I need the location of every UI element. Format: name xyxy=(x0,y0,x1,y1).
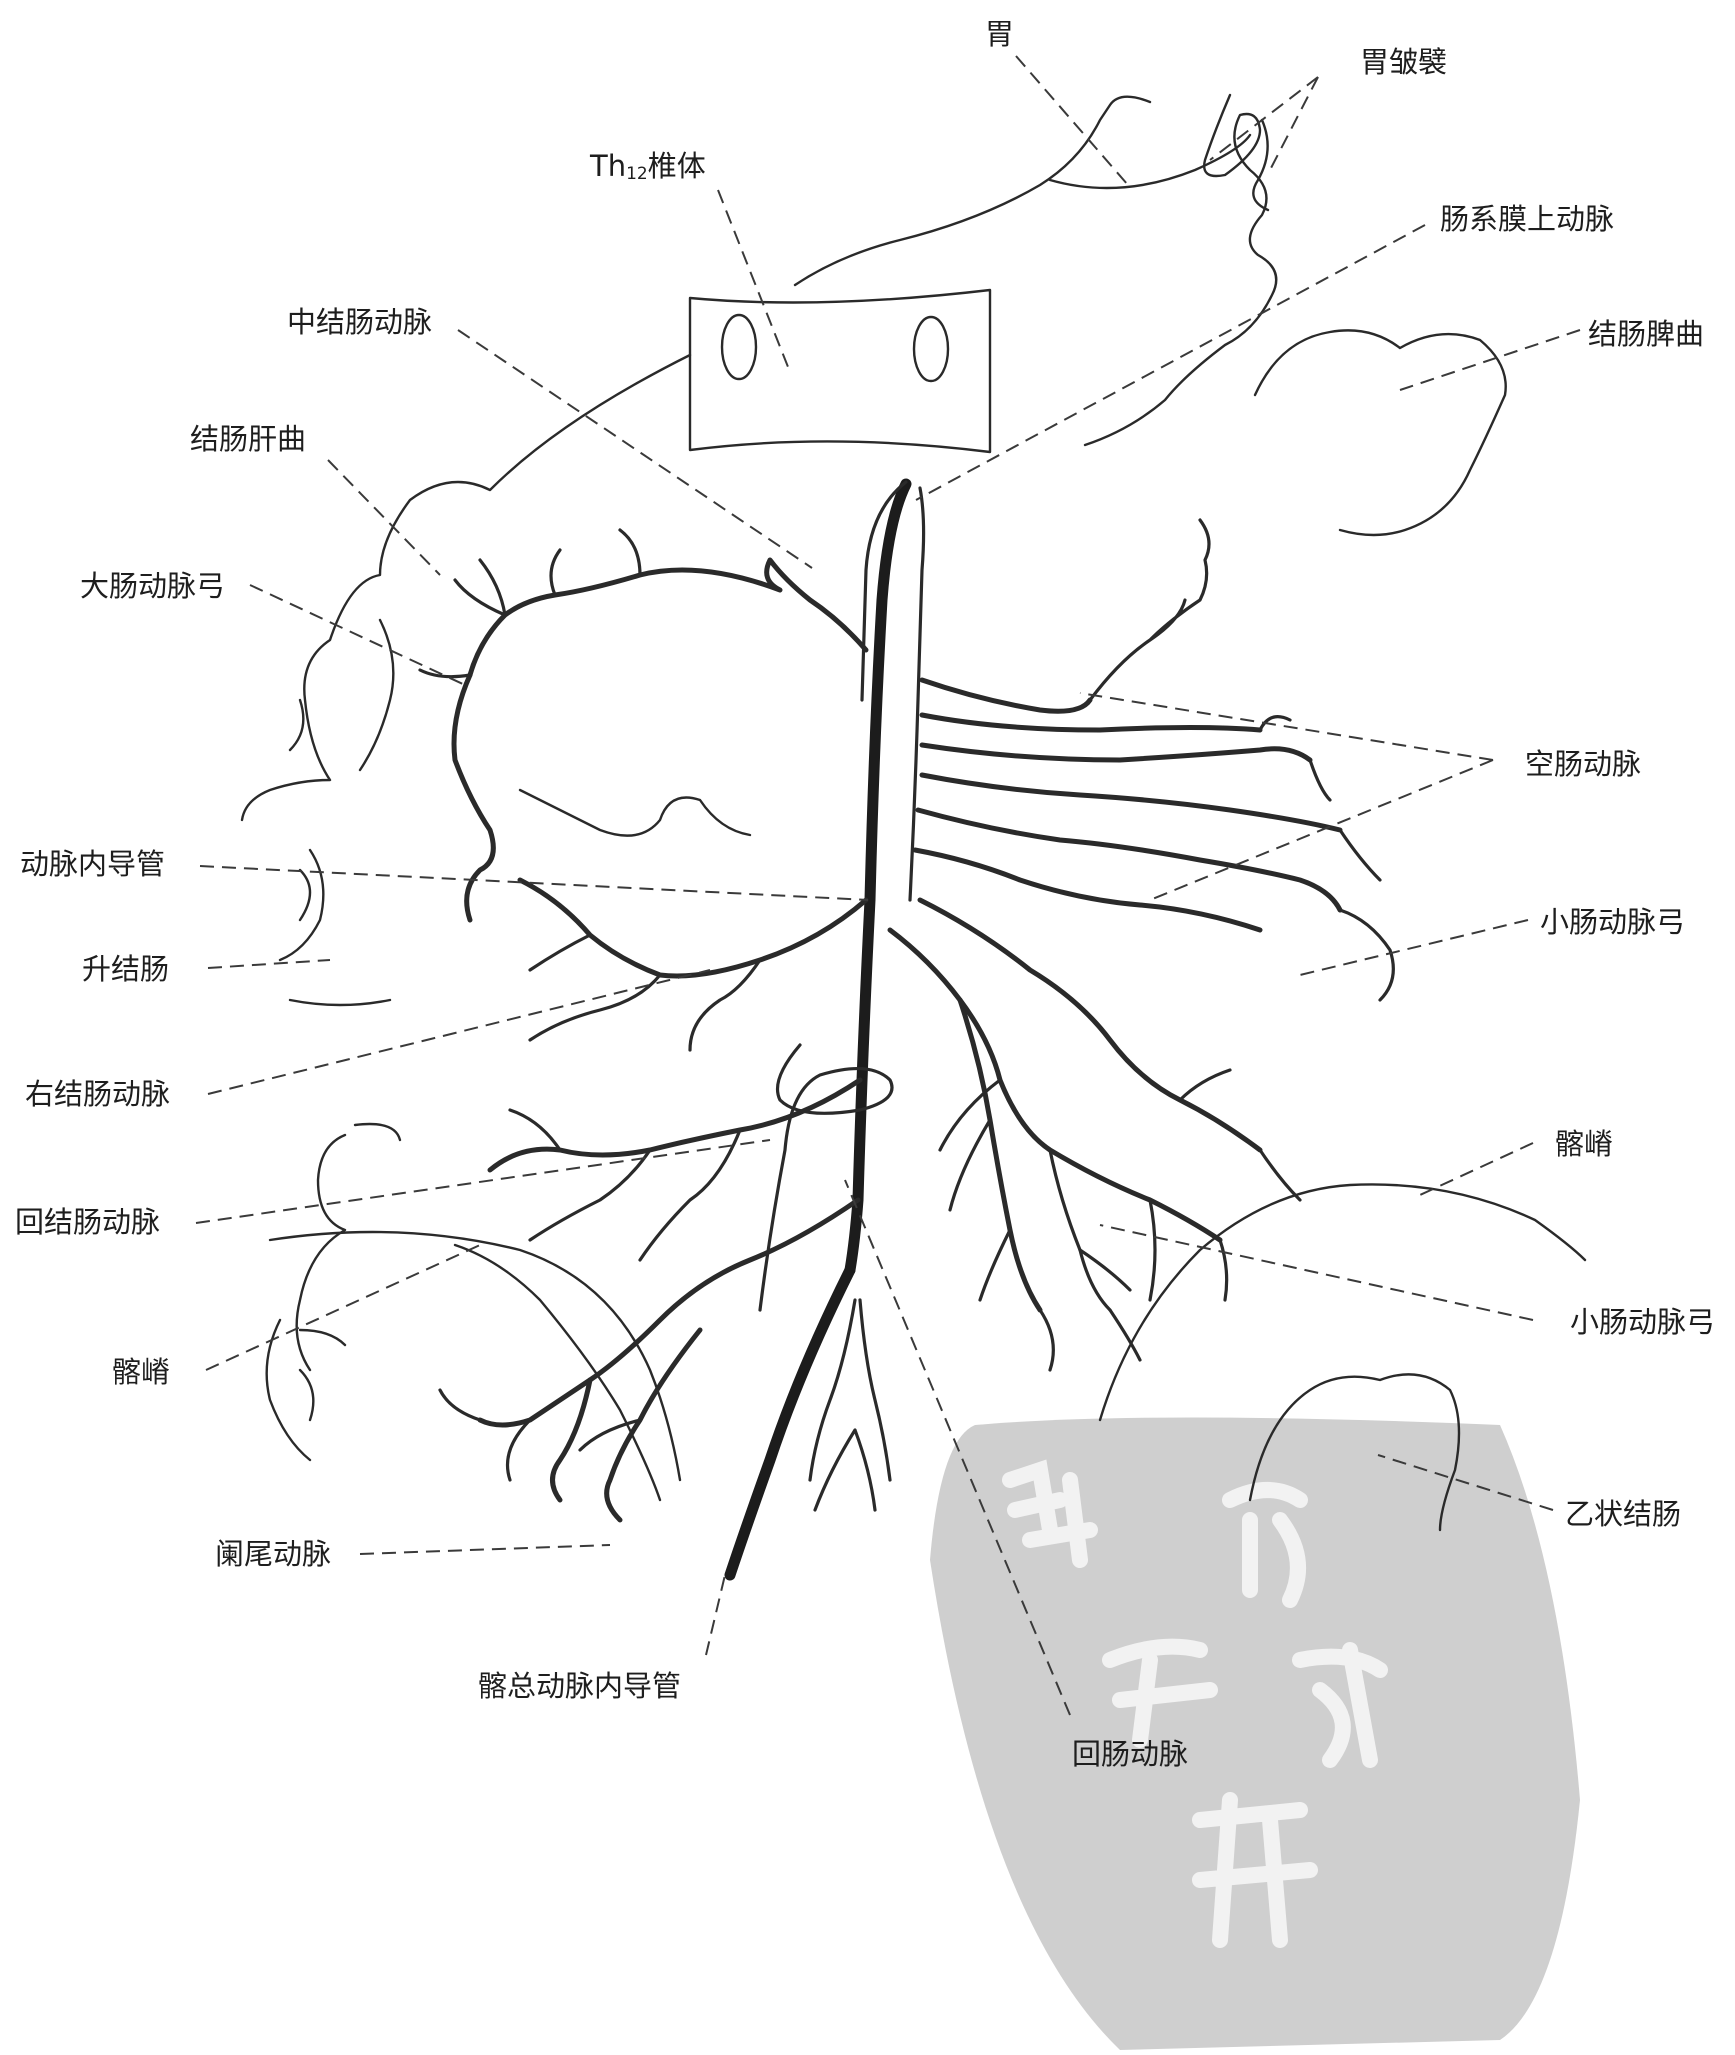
colon-loop-lower xyxy=(267,1320,345,1460)
label-stomach: 胃 xyxy=(985,20,1014,49)
label-ileal-arteries: 回肠动脉 xyxy=(1072,1740,1188,1769)
label-ileocolic: 回结肠动脉 xyxy=(15,1208,160,1237)
label-gastric-folds: 胃皱襞 xyxy=(1360,48,1447,77)
catheter-in-sma xyxy=(850,484,906,1270)
iliac-crest-left-outline xyxy=(1100,1184,1585,1420)
catheter-coil xyxy=(760,1045,892,1310)
vertebral-body-th12 xyxy=(690,290,990,452)
label-sma: 肠系膜上动脉 xyxy=(1440,205,1614,234)
splenic-flexure-outline xyxy=(1255,330,1506,535)
cecum-outline xyxy=(297,1124,400,1370)
ileocolic-branches xyxy=(510,1110,740,1260)
label-hepatic-flexure: 结肠肝曲 xyxy=(190,425,306,454)
jejunal-arteries xyxy=(915,520,1393,1000)
ileocolic-artery xyxy=(490,1080,860,1170)
label-sigmoid-colon: 乙状结肠 xyxy=(1565,1500,1681,1529)
stomach-outline xyxy=(795,97,1250,285)
small-bowel-loop-1 xyxy=(520,790,750,836)
seal-watermark xyxy=(930,1418,1580,2051)
label-middle-colic: 中结肠动脉 xyxy=(287,308,432,337)
label-th12-vertebra: Th12椎体 xyxy=(590,152,706,183)
label-intra-arterial-catheter: 动脉内导管 xyxy=(20,850,165,879)
hepatic-flexure-outline xyxy=(242,355,690,820)
common-iliac-catheter-line xyxy=(730,1270,850,1575)
label-ascending-colon: 升结肠 xyxy=(82,955,169,984)
label-marginal-arcade: 大肠动脉弓 xyxy=(80,572,225,601)
middle-colic-artery xyxy=(470,560,866,675)
label-small-bowel-arcade-1: 小肠动脉弓 xyxy=(1540,908,1685,937)
label-splenic-flexure: 结肠脾曲 xyxy=(1588,320,1704,349)
appendix-branches xyxy=(440,1390,640,1480)
label-appendicular: 阑尾动脉 xyxy=(215,1540,331,1569)
marginal-arcade xyxy=(454,675,493,920)
right-colic-artery xyxy=(520,880,866,976)
label-small-bowel-arcade-2: 小肠动脉弓 xyxy=(1570,1308,1715,1337)
label-iliac-crest-left: 髂嵴 xyxy=(112,1358,170,1387)
right-colic-branches xyxy=(530,935,760,1050)
label-iliac-crest-right: 髂嵴 xyxy=(1555,1130,1613,1159)
label-jejunal-arteries: 空肠动脉 xyxy=(1525,750,1641,779)
label-right-colic: 右结肠动脉 xyxy=(25,1080,170,1109)
ileal-arteries xyxy=(890,900,1300,1370)
label-common-iliac-catheter: 髂总动脉内导管 xyxy=(478,1672,681,1701)
